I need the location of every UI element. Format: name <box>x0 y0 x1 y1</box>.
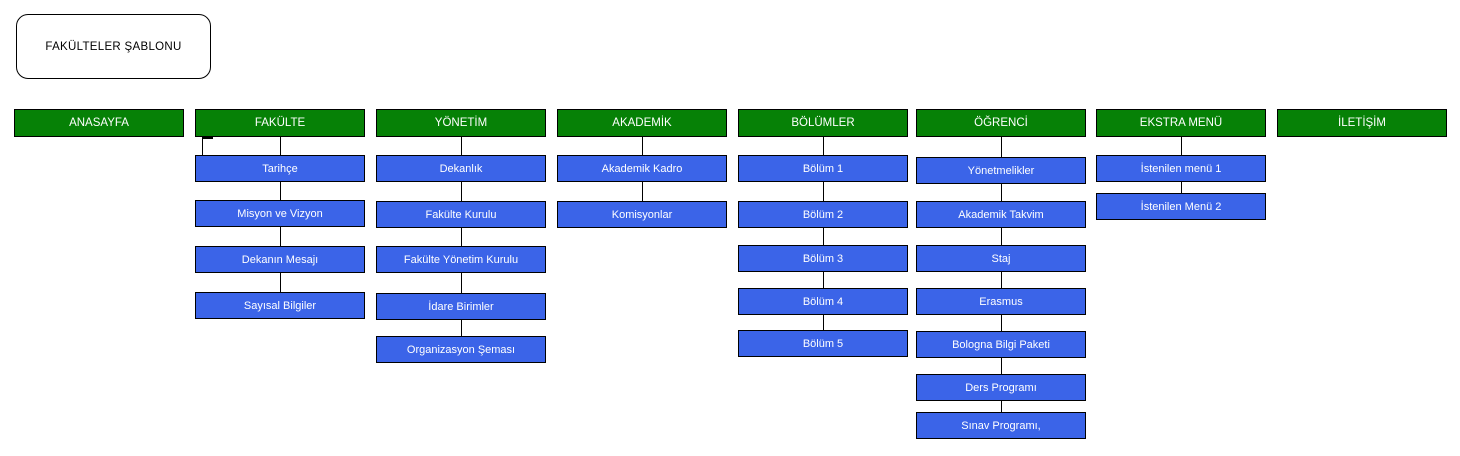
submenu-item: Komisyonlar <box>557 201 727 228</box>
submenu-item: Staj <box>916 245 1086 272</box>
connector-line <box>823 271 824 288</box>
connector-line <box>280 136 281 155</box>
submenu-item: İstenilen menü 1 <box>1096 155 1266 182</box>
connector-line <box>280 272 281 292</box>
submenu-item: Bölüm 3 <box>738 245 908 272</box>
connector-line <box>1001 227 1002 245</box>
submenu-item: Sınav Programı, <box>916 412 1086 439</box>
main-menu-fakulte: FAKÜLTE <box>195 109 365 137</box>
main-menu-anasayfa: ANASAYFA <box>14 109 184 137</box>
connector-line <box>1001 357 1002 374</box>
submenu-item: Fakülte Kurulu <box>376 201 546 228</box>
connector-line <box>1181 136 1182 155</box>
submenu-item: Erasmus <box>916 288 1086 315</box>
connector-line <box>461 272 462 293</box>
submenu-item: Yönetmelikler <box>916 157 1086 184</box>
connector-line <box>280 181 281 200</box>
connector-line <box>461 136 462 155</box>
submenu-item: Bölüm 1 <box>738 155 908 182</box>
submenu-item: Bologna Bilgi Paketi <box>916 331 1086 358</box>
submenu-item: Dekanın Mesajı <box>195 246 365 273</box>
connector-line <box>461 181 462 201</box>
submenu-item: Bölüm 4 <box>738 288 908 315</box>
connector-line <box>461 227 462 246</box>
submenu-item: Sayısal Bilgiler <box>195 292 365 319</box>
submenu-item: Ders Programı <box>916 374 1086 401</box>
main-menu-akademik: AKADEMİK <box>557 109 727 137</box>
template-title: FAKÜLTELER ŞABLONU <box>45 40 182 53</box>
submenu-item: Bölüm 5 <box>738 330 908 357</box>
submenu-item: Bölüm 2 <box>738 201 908 228</box>
main-menu-iletisim: İLETİŞİM <box>1277 109 1447 137</box>
submenu-item: İdare Birimler <box>376 293 546 320</box>
connector-line <box>823 181 824 201</box>
connector-line <box>461 319 462 336</box>
template-title-box: FAKÜLTELER ŞABLONU <box>16 14 211 79</box>
main-menu-ekstra-menu: EKSTRA MENÜ <box>1096 109 1266 137</box>
connector-line <box>823 314 824 330</box>
main-menu-bolumler: BÖLÜMLER <box>738 109 908 137</box>
connector-line <box>1001 314 1002 331</box>
connector-line <box>1001 183 1002 201</box>
submenu-item: Misyon ve Vizyon <box>195 200 365 227</box>
main-menu-ogrenci: ÖĞRENCİ <box>916 109 1086 137</box>
submenu-item: Akademik Takvim <box>916 201 1086 228</box>
connector-elbow <box>202 137 213 139</box>
main-menu-yonetim: YÖNETİM <box>376 109 546 137</box>
connector-line <box>1001 271 1002 288</box>
connector-line <box>280 226 281 246</box>
connector-line <box>642 181 643 201</box>
connector-line <box>823 227 824 245</box>
submenu-item: Organizasyon Şeması <box>376 336 546 363</box>
submenu-item: Fakülte Yönetim Kurulu <box>376 246 546 273</box>
connector-line <box>1001 400 1002 412</box>
submenu-item: Dekanlık <box>376 155 546 182</box>
connector-line <box>1181 181 1182 193</box>
submenu-item: Tarihçe <box>195 155 365 182</box>
submenu-item: İstenilen Menü 2 <box>1096 193 1266 220</box>
connector-line <box>642 136 643 155</box>
connector-elbow <box>202 137 203 155</box>
connector-line <box>823 136 824 155</box>
submenu-item: Akademik Kadro <box>557 155 727 182</box>
connector-line <box>1001 136 1002 157</box>
